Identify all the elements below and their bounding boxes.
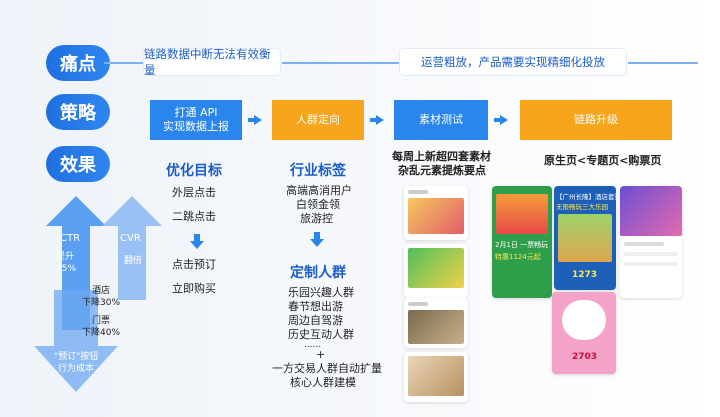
arrow-down-icon	[190, 234, 204, 249]
landing-page-thumbnail: 2703	[552, 292, 616, 374]
price-text: 1273	[572, 270, 598, 280]
ctr-arrow-shape	[46, 196, 106, 330]
banner-text: 【广州长隆】酒店套票	[556, 193, 616, 201]
col2-title: 行业标签	[290, 163, 346, 179]
cvr-label: CVR	[120, 233, 141, 244]
price-text: 2703	[572, 352, 598, 362]
col1-after: 点击预订	[172, 258, 216, 271]
strategy-step-audience: 人群定向	[272, 100, 364, 140]
arrow-right-icon	[248, 115, 262, 125]
connector-line	[282, 62, 400, 64]
col2-item2: 周边自驾游	[288, 314, 343, 327]
creative-thumbnail	[404, 186, 468, 240]
row-label-pain: 痛点	[46, 45, 110, 81]
col2-item: 白领金领	[296, 198, 340, 211]
banner-text: 无限畅玩三大乐园	[556, 203, 608, 211]
col2-title2: 定制人群	[290, 265, 346, 281]
pain-left-pill: 链路数据中断无法有效衡量	[144, 47, 280, 77]
strategy-step-api: 打通 API 实现数据上报	[150, 100, 242, 140]
ctr-desc: 提升	[56, 252, 75, 262]
arrow-right-icon	[370, 115, 384, 125]
row-label-effect: 效果	[46, 146, 110, 182]
col2-item2: 春节想出游	[288, 300, 343, 313]
arrow-down-icon	[310, 232, 324, 247]
hotel-label: 酒店	[92, 286, 111, 296]
cvr-arrow-shape	[102, 196, 162, 300]
cvr-desc: 翻倍	[124, 256, 143, 266]
strategy-step-api-line2: 实现数据上报	[163, 120, 229, 133]
landing-page-thumbnail	[620, 186, 682, 298]
connector-line	[104, 62, 144, 64]
ctr-label: CTR	[60, 233, 81, 244]
col2-item: 旅游控	[300, 212, 333, 225]
landing-page-thumbnail: 2月1日 一票畅玩 特惠1124元起	[492, 186, 552, 298]
strategy-step-api-line1: 打通 API	[174, 106, 218, 119]
col2-item2: 乐园兴趣人群	[288, 286, 354, 299]
col1-after: 立即购买	[172, 282, 216, 295]
ticket-label: 门票	[92, 316, 111, 326]
cost-desc: 行为成本	[58, 364, 95, 374]
col4-line: 原生页<专题页<购票页	[544, 154, 662, 167]
creative-thumbnail	[404, 352, 468, 402]
ctr-desc: 75%	[56, 264, 77, 274]
arrow-right-icon	[494, 115, 508, 125]
col3-line: 每周上新超四套素材	[392, 150, 491, 163]
col2-item: 高端高消用户	[286, 184, 352, 197]
pain-right-pill: 运营粗放，产品需要实现精细化投放	[400, 49, 626, 75]
col1-item: 二跳点击	[172, 210, 216, 223]
col1-title: 优化目标	[166, 163, 222, 179]
cost-arrow-shape	[34, 290, 118, 392]
col2-extra: 核心人群建模	[290, 376, 356, 389]
promo-text: 特惠1124元起	[495, 253, 541, 261]
strategy-step-creative-test: 素材测试	[394, 100, 488, 140]
col3-line: 杂乱元素提炼要点	[398, 164, 486, 177]
row-label-strategy: 策略	[46, 94, 110, 130]
landing-page-thumbnail: 【广州长隆】酒店套票 无限畅玩三大乐园 1273	[554, 186, 616, 290]
ticket-desc: 下降40%	[82, 328, 121, 338]
col2-extra: 一方交易人群自动扩量	[272, 362, 382, 375]
promo-text: 2月1日 一票畅玩	[495, 241, 549, 249]
cost-label: "预订"按钮	[54, 352, 99, 362]
strategy-step-funnel-upgrade: 链路升级	[520, 100, 672, 140]
col2-item2: 历史互动人群	[288, 328, 354, 341]
col2-ellipsis: ......	[304, 340, 322, 350]
hotel-desc: 下降30%	[82, 298, 121, 308]
creative-thumbnail	[404, 244, 468, 298]
creative-thumbnail	[404, 298, 468, 348]
col1-item: 外层点击	[172, 186, 216, 199]
col2-plus: +	[316, 348, 326, 361]
connector-line	[628, 62, 698, 64]
